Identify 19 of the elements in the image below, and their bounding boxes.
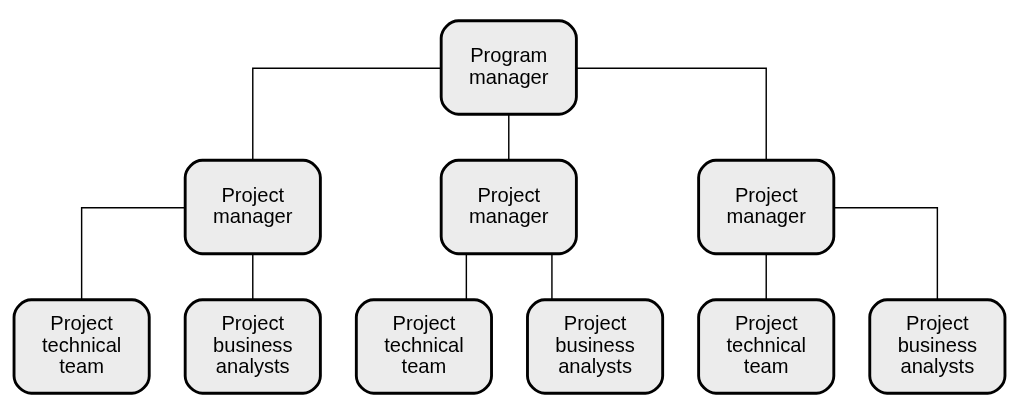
connector bbox=[575, 67, 767, 161]
connector bbox=[252, 67, 442, 161]
connector bbox=[765, 252, 767, 300]
node-box: Project business analysts bbox=[868, 297, 1007, 395]
node-box: Project business analysts bbox=[183, 297, 322, 395]
node-box: Project manager bbox=[697, 158, 836, 255]
connector bbox=[80, 206, 186, 300]
connector bbox=[508, 113, 510, 161]
node-box: Project manager bbox=[183, 158, 322, 255]
connector bbox=[551, 252, 553, 300]
node-box: Project technical team bbox=[697, 297, 836, 395]
connector bbox=[465, 252, 468, 300]
node-box: Project business analysts bbox=[526, 297, 665, 395]
node-box: Program manager bbox=[439, 18, 578, 116]
node-box: Project technical team bbox=[12, 297, 151, 395]
connector bbox=[833, 206, 939, 300]
node-box: Project manager bbox=[439, 158, 578, 255]
node-box: Project technical team bbox=[354, 297, 493, 395]
connector bbox=[252, 252, 254, 300]
